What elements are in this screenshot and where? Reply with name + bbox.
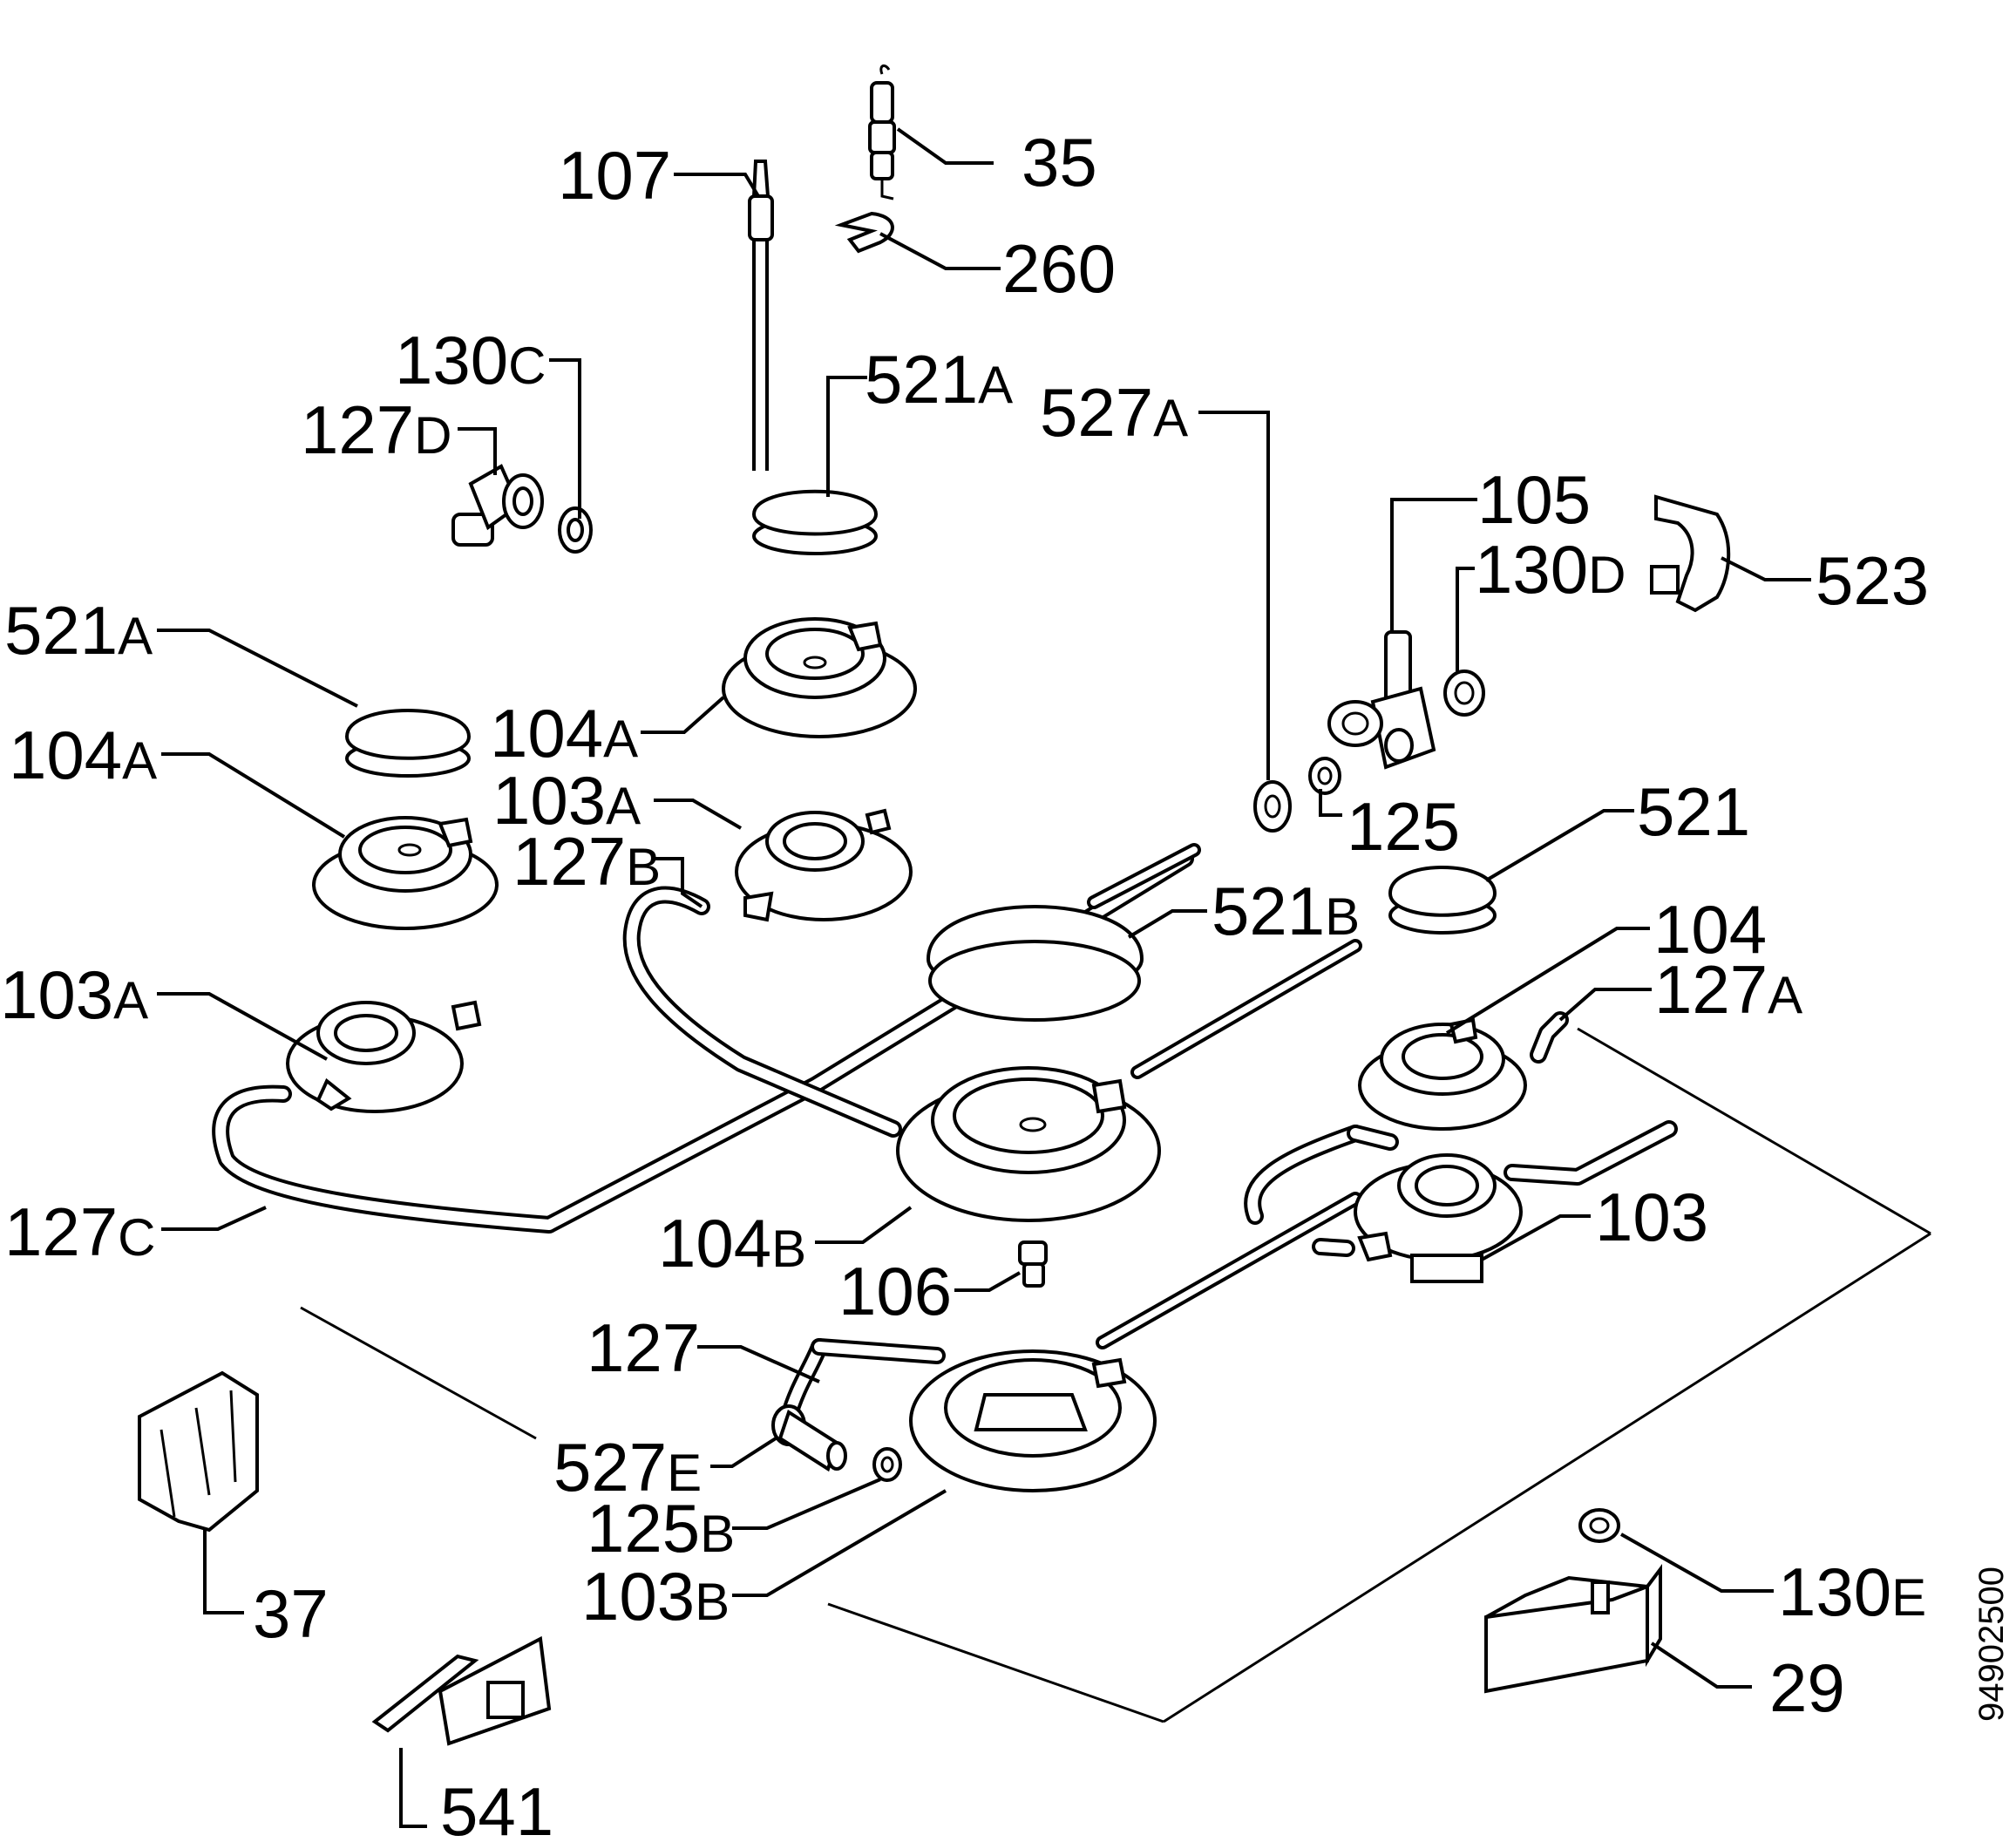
burner-body-large xyxy=(909,1349,1157,1492)
nut-125 xyxy=(1308,757,1341,795)
callout-130d: 130D xyxy=(1475,531,1626,608)
callout-107: 107 xyxy=(558,137,671,214)
callout-103a-mid: 103A xyxy=(492,762,641,839)
callout-104: 104 xyxy=(1653,891,1767,968)
burner-crown-mid xyxy=(722,617,917,738)
burner-cap-large xyxy=(926,905,1144,1022)
callout-37: 37 xyxy=(253,1575,329,1652)
callout-127: 127 xyxy=(587,1309,700,1386)
callout-125: 125 xyxy=(1347,788,1460,865)
leader-lines xyxy=(157,127,1811,1828)
burner-crown-right xyxy=(1358,1017,1527,1131)
callout-35: 35 xyxy=(1022,124,1097,201)
callout-103: 103 xyxy=(1595,1179,1708,1255)
washer-130d xyxy=(1443,670,1485,717)
burner-cap-right xyxy=(1388,866,1497,935)
thermocouple-probe xyxy=(748,160,774,471)
bracket-523 xyxy=(1650,494,1731,613)
clip xyxy=(834,211,894,254)
callout-527e: 527E xyxy=(553,1429,702,1506)
gas-valve xyxy=(1327,630,1436,770)
spark-generator xyxy=(1484,1564,1662,1694)
callout-521a-top: 521A xyxy=(865,341,1013,418)
callout-521: 521 xyxy=(1637,773,1750,850)
callout-127c: 127C xyxy=(4,1193,155,1270)
diagram-code: 94902500 xyxy=(1972,1567,2011,1722)
callout-541: 541 xyxy=(440,1773,553,1842)
burner-body-right xyxy=(1354,1153,1523,1283)
burner-crown-left xyxy=(312,816,499,930)
injector-106 xyxy=(1018,1240,1048,1288)
nut-125b xyxy=(872,1447,902,1482)
callout-103b: 103B xyxy=(581,1558,730,1635)
callout-125b: 125B xyxy=(587,1490,735,1567)
washer-130c xyxy=(558,506,593,554)
callout-130e: 130E xyxy=(1778,1553,1926,1630)
microswitch xyxy=(138,1370,259,1533)
ignition-electrode xyxy=(868,64,896,201)
callout-527a: 527A xyxy=(1040,374,1188,451)
washer-130e xyxy=(1578,1508,1620,1543)
callout-104a-mid: 104A xyxy=(490,695,638,771)
burner-body-mid xyxy=(735,808,913,922)
nut-527a xyxy=(1253,780,1292,833)
callout-104b: 104B xyxy=(658,1205,806,1281)
callout-29: 29 xyxy=(1769,1649,1845,1726)
callout-260: 260 xyxy=(1002,230,1116,307)
ignition-switch xyxy=(371,1635,552,1746)
callout-523: 523 xyxy=(1816,542,1929,619)
callout-521b: 521B xyxy=(1212,873,1360,949)
burner-body-left xyxy=(286,1000,482,1113)
callout-106: 106 xyxy=(838,1253,952,1329)
callout-104a-left: 104A xyxy=(9,717,157,793)
burner-crown-large xyxy=(896,1066,1161,1222)
callout-127b: 127B xyxy=(512,823,661,900)
callout-103a-left: 103A xyxy=(0,956,148,1033)
callout-labels: 35 107 260 130C 127D 521A 527A 105 130D … xyxy=(0,124,1929,1842)
callout-521a-left: 521A xyxy=(4,592,153,669)
callout-127a: 127A xyxy=(1654,951,1802,1028)
callout-127d: 127D xyxy=(301,391,451,468)
callout-105: 105 xyxy=(1477,461,1591,538)
hob-outline xyxy=(300,1027,1931,1723)
elbow-connector xyxy=(451,464,544,547)
burner-cap-left xyxy=(344,709,472,778)
pipe-connector-527e xyxy=(771,1404,847,1472)
callout-130c: 130C xyxy=(395,322,546,398)
burner-cap-top xyxy=(751,489,879,555)
